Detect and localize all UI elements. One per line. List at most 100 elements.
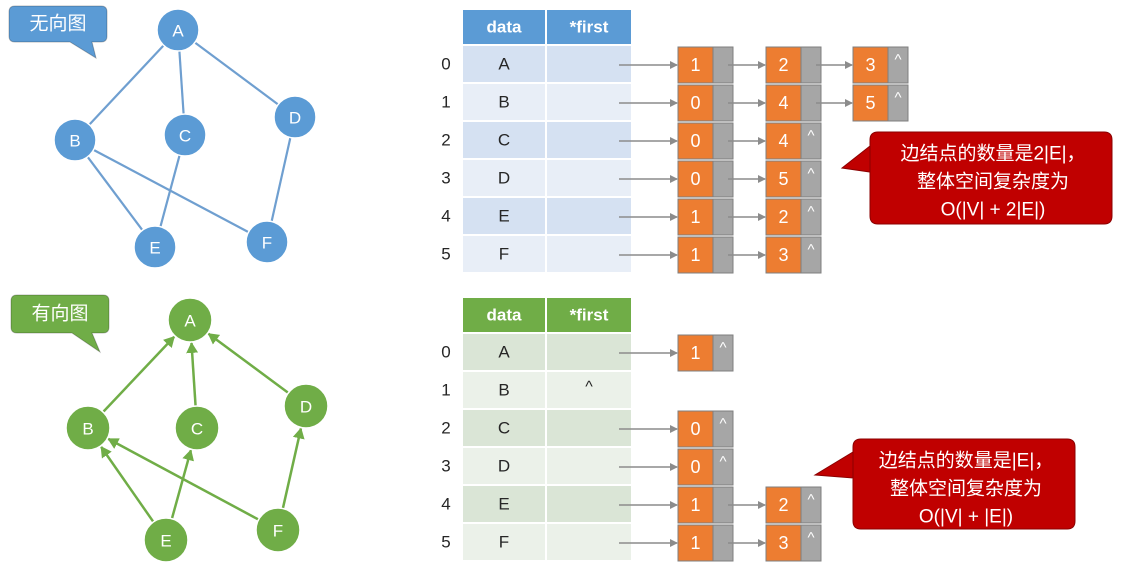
edge-node-value-cell (677, 524, 714, 562)
vertex-label: F (262, 234, 272, 253)
edge-node-next-null: ^ (719, 454, 726, 471)
vertex-circle (174, 405, 220, 451)
first-pointer-cell (547, 46, 631, 82)
vertex-data: E (498, 495, 509, 514)
edge-node-next-null: ^ (807, 530, 814, 547)
row-index: 2 (441, 419, 450, 438)
data-cell (463, 236, 545, 272)
edge-node-value: 0 (690, 169, 700, 189)
callout-line: 整体空间复杂度为 (917, 171, 1069, 193)
directed-vertex-C: C (174, 405, 220, 451)
vertex-circle (167, 297, 213, 343)
directed-edge-D-A (207, 332, 290, 394)
directed-vertex-D: D (283, 383, 329, 429)
edge-node: 1 (677, 524, 734, 562)
directed-vertex-B: B (65, 405, 111, 451)
vertex-label: C (191, 420, 203, 439)
edge-node-value: 0 (690, 93, 700, 113)
callout-line: 边结点的数量是|E|， (879, 450, 1054, 472)
edge-node-value: 1 (690, 55, 700, 75)
vertex-label: E (160, 532, 171, 551)
edge-node: 0 (677, 122, 734, 160)
edge-node-value: 5 (778, 169, 788, 189)
edge-node-value-cell (765, 524, 802, 562)
callout-line: 边结点的数量是2|E|， (900, 143, 1085, 165)
row-index: 5 (441, 533, 450, 552)
edge-node-next-null: ^ (894, 52, 901, 69)
data-cell (463, 524, 545, 560)
row-index: 3 (441, 169, 450, 188)
edge-node-value: 4 (778, 93, 788, 113)
vertex-data: D (498, 169, 510, 188)
vertex-circle (65, 405, 111, 451)
edge-node-value: 1 (690, 495, 700, 515)
first-pointer-cell (547, 122, 631, 158)
data-cell (463, 198, 545, 234)
directed-edge-B-A (102, 335, 176, 413)
data-cell (463, 448, 545, 484)
vertex-circle (53, 118, 97, 162)
edge-node: 4 (765, 84, 822, 122)
edge-node-next-null: ^ (807, 166, 814, 183)
edge-node-value-cell (765, 486, 802, 524)
first-pointer-cell (547, 486, 631, 522)
edge-node-next-cell (712, 448, 734, 486)
vertex-label: D (300, 398, 312, 417)
first-pointer-cell (547, 236, 631, 272)
edge-node: 1 (677, 46, 734, 84)
edge-node-next-null: ^ (719, 340, 726, 357)
directed-graph-label-text: 有向图 (31, 303, 88, 325)
edge-node: 0^ (677, 448, 734, 486)
edge-node-value: 1 (690, 207, 700, 227)
vertex-data: E (498, 207, 509, 226)
vertex-data: A (498, 55, 510, 74)
directed-graph-label: 有向图 (10, 294, 110, 354)
first-pointer-cell (547, 160, 631, 196)
directed-edge-E-C (170, 449, 194, 520)
edge-node-value: 3 (865, 55, 875, 75)
column-header-data: data (487, 306, 523, 325)
row-index: 2 (441, 131, 450, 150)
edge-node-next-null: ^ (719, 416, 726, 433)
edge-node-value-cell (677, 160, 714, 198)
edge-node-next-cell (800, 486, 822, 524)
column-header-data: data (487, 18, 523, 37)
edge-node-next-null: ^ (894, 90, 901, 107)
edge-node-value: 3 (778, 533, 788, 553)
directed-vertex-A: A (167, 297, 213, 343)
row-index: 1 (441, 93, 450, 112)
data-cell (463, 334, 545, 370)
directed-vertex-E: E (143, 517, 189, 563)
edge-node-value: 0 (690, 419, 700, 439)
edge-node: 0^ (677, 410, 734, 448)
edge-node-value: 1 (690, 245, 700, 265)
vertex-circle (156, 8, 200, 52)
callout-shape (840, 131, 1113, 225)
vertex-label: E (149, 239, 160, 258)
edge-node-value: 4 (778, 131, 788, 151)
row-index: 5 (441, 245, 450, 264)
vertex-circle (163, 113, 207, 157)
edge-node-next-cell (800, 236, 822, 274)
column-header-first: *first (570, 306, 609, 325)
row-index: 4 (441, 495, 450, 514)
edge-node-value-cell (677, 122, 714, 160)
callout-shape (813, 438, 1076, 530)
first-pointer-cell (547, 524, 631, 560)
first-pointer-cell (547, 372, 631, 408)
edge-node-value-cell (677, 198, 714, 236)
vertex-data: C (498, 131, 510, 150)
undirected-vertex-D: D (273, 95, 317, 139)
vertex-label: A (184, 312, 196, 331)
first-pointer-null: ^ (585, 379, 593, 396)
first-pointer-cell (547, 448, 631, 484)
edge-node: 0 (677, 160, 734, 198)
vertex-circle (273, 95, 317, 139)
data-cell (463, 372, 545, 408)
